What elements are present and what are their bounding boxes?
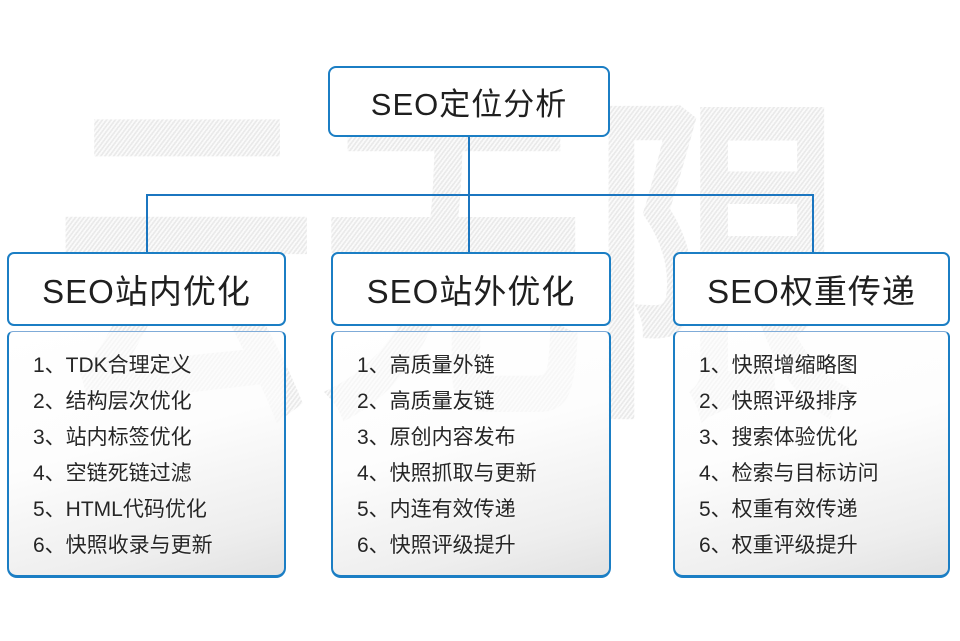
list-item: 2、结构层次优化	[33, 390, 192, 413]
list-item: 6、快照收录与更新	[33, 534, 213, 557]
branch-offpage-list: 1、高质量外链 2、高质量友链 3、原创内容发布 4、快照抓取与更新 5、内连有…	[357, 348, 599, 564]
branch-weight-title-box: SEO权重传递	[673, 252, 950, 326]
branch-onpage-panel: 1、TDK合理定义 2、结构层次优化 3、站内标签优化 4、空链死链过滤 5、H…	[7, 331, 286, 578]
list-item: 1、TDK合理定义	[33, 354, 192, 377]
list-item: 5、内连有效传递	[357, 498, 516, 521]
branch-offpage: SEO站外优化 1、高质量外链 2、高质量友链 3、原创内容发布 4、快照抓取与…	[331, 252, 611, 578]
branch-onpage-title: SEO站内优化	[42, 273, 251, 310]
list-item: 3、站内标签优化	[33, 426, 192, 449]
branch-weight-panel: 1、快照增缩略图 2、快照评级排序 3、搜索体验优化 4、检索与目标访问 5、权…	[673, 331, 950, 578]
branch-onpage-list: 1、TDK合理定义 2、结构层次优化 3、站内标签优化 4、空链死链过滤 5、H…	[33, 348, 274, 564]
branch-onpage: SEO站内优化 1、TDK合理定义 2、结构层次优化 3、站内标签优化 4、空链…	[7, 252, 286, 578]
list-item: 4、空链死链过滤	[33, 462, 192, 485]
root-node-label: SEO定位分析	[370, 87, 568, 122]
list-item: 3、原创内容发布	[357, 426, 516, 449]
branch-offpage-title-box: SEO站外优化	[331, 252, 611, 326]
list-item: 2、快照评级排序	[699, 390, 858, 413]
list-item: 5、HTML代码优化	[33, 498, 207, 521]
list-item: 1、高质量外链	[357, 354, 495, 377]
list-item: 1、快照增缩略图	[699, 354, 858, 377]
branch-onpage-title-box: SEO站内优化	[7, 252, 286, 326]
list-item: 6、快照评级提升	[357, 534, 516, 557]
connector-horizontal	[146, 194, 814, 196]
root-node: SEO定位分析	[328, 66, 610, 137]
branch-weight-list: 1、快照增缩略图 2、快照评级排序 3、搜索体验优化 4、检索与目标访问 5、权…	[699, 348, 938, 564]
branch-offpage-panel: 1、高质量外链 2、高质量友链 3、原创内容发布 4、快照抓取与更新 5、内连有…	[331, 331, 611, 578]
branch-offpage-title: SEO站外优化	[366, 273, 576, 310]
list-item: 3、搜索体验优化	[699, 426, 858, 449]
list-item: 5、权重有效传递	[699, 498, 858, 521]
list-item: 4、检索与目标访问	[699, 462, 879, 485]
list-item: 2、高质量友链	[357, 390, 495, 413]
connector-left-vertical	[146, 194, 148, 252]
branch-weight-title: SEO权重传递	[707, 273, 916, 310]
list-item: 6、权重评级提升	[699, 534, 858, 557]
connector-right-vertical	[812, 194, 814, 252]
list-item: 4、快照抓取与更新	[357, 462, 537, 485]
branch-weight: SEO权重传递 1、快照增缩略图 2、快照评级排序 3、搜索体验优化 4、检索与…	[673, 252, 950, 578]
